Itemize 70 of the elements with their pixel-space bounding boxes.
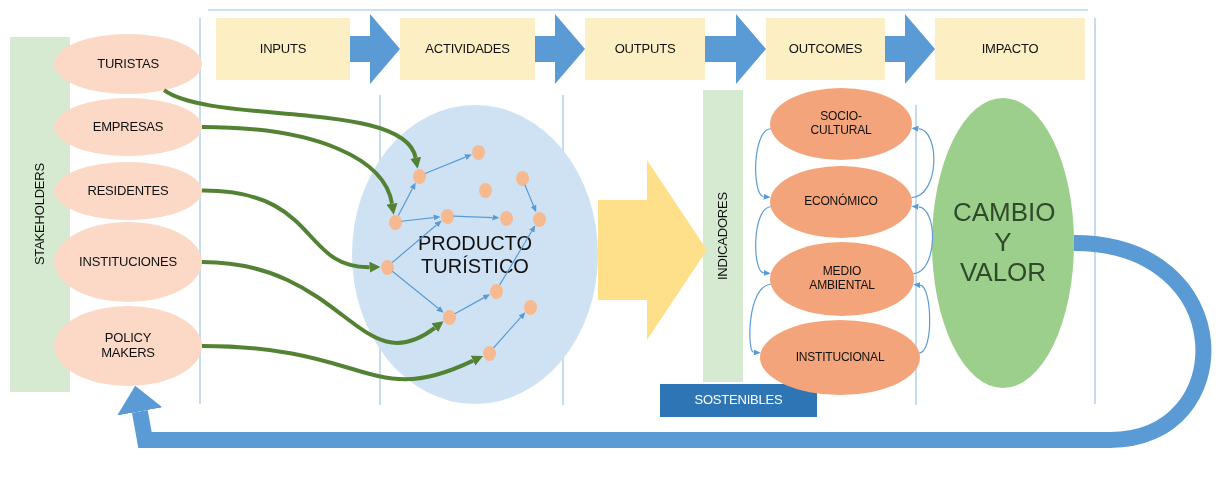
dot-node — [523, 299, 537, 315]
stage-header — [766, 18, 885, 80]
stage-header — [216, 18, 350, 80]
node-label: INSTITUCIONAL — [795, 350, 885, 365]
curved-arrow — [749, 283, 772, 358]
node-label: PRODUCTO TURÍSTICO — [416, 231, 534, 278]
dot-node — [440, 208, 454, 224]
dot-node — [482, 345, 496, 361]
block-arrow — [535, 14, 585, 84]
label-bar — [660, 384, 817, 417]
node-label: SOCIO-CULTURAL — [809, 110, 873, 138]
dot-node — [489, 283, 503, 299]
stakeholders-band — [10, 37, 70, 392]
dot-node — [442, 309, 456, 325]
node-label: MEDIO AMBIENTAL — [808, 265, 876, 293]
node-label: OUTCOMES — [788, 41, 863, 57]
node-label: ECONÓMICO — [804, 195, 878, 209]
node-label: CAMBIO Y VALOR — [953, 198, 1053, 288]
node-label: TURISTAS — [97, 56, 159, 72]
stakeholder-ellipse — [54, 98, 202, 156]
node-label: SOSTENIBLES — [694, 393, 783, 408]
curved-arrow — [201, 188, 381, 273]
arrow — [400, 214, 441, 222]
node-label: EMPRESAS — [92, 119, 164, 135]
curved-arrow — [163, 88, 421, 168]
curved-arrow — [755, 128, 772, 201]
block-arrow — [598, 160, 707, 340]
curved-arrow — [911, 203, 934, 275]
arrow — [452, 214, 500, 221]
curved-arrow — [910, 125, 935, 199]
curved-arrow — [914, 281, 931, 354]
arrow — [454, 294, 491, 315]
dot-node — [478, 182, 492, 198]
curved-arrow — [201, 344, 484, 382]
block-arrow — [705, 14, 766, 84]
stage-header — [585, 18, 705, 80]
arrow — [391, 220, 442, 264]
node-label: IMPACTO — [981, 41, 1039, 57]
dot-node — [412, 168, 426, 184]
dot-node — [499, 210, 513, 226]
curved-arrow — [755, 206, 772, 277]
stage-header — [400, 18, 535, 80]
node-label: POLICY MAKERS — [100, 331, 156, 361]
dot-node — [471, 144, 485, 160]
arrow — [499, 225, 536, 286]
node-label: OUTPUTS — [614, 41, 676, 57]
node-label: INDICADORES — [715, 191, 731, 281]
dot-node — [380, 259, 394, 275]
node-label: STAKEHOLDERS — [32, 163, 48, 266]
node-label: RESIDENTES — [87, 183, 169, 199]
node-label: INSTITUCIONES — [79, 254, 177, 270]
arrow — [424, 154, 472, 175]
dot-node — [532, 211, 546, 227]
stakeholder-ellipse — [54, 162, 202, 220]
block-arrow — [350, 14, 400, 84]
arrow — [397, 182, 416, 217]
indicators-band — [703, 90, 743, 382]
node-label: INPUTS — [259, 41, 307, 57]
stakeholder-ellipse — [54, 34, 202, 94]
curved-arrow — [201, 125, 398, 215]
arrow — [524, 184, 537, 213]
dot-node — [515, 170, 529, 186]
arrow — [493, 312, 526, 349]
curved-arrow — [201, 260, 445, 345]
block-arrow — [885, 14, 935, 84]
arrow — [391, 270, 444, 313]
curved-arrow — [117, 235, 1211, 448]
stage-header — [935, 18, 1085, 80]
dot-node — [388, 214, 402, 230]
node-label: ACTIVIDADES — [425, 41, 510, 57]
